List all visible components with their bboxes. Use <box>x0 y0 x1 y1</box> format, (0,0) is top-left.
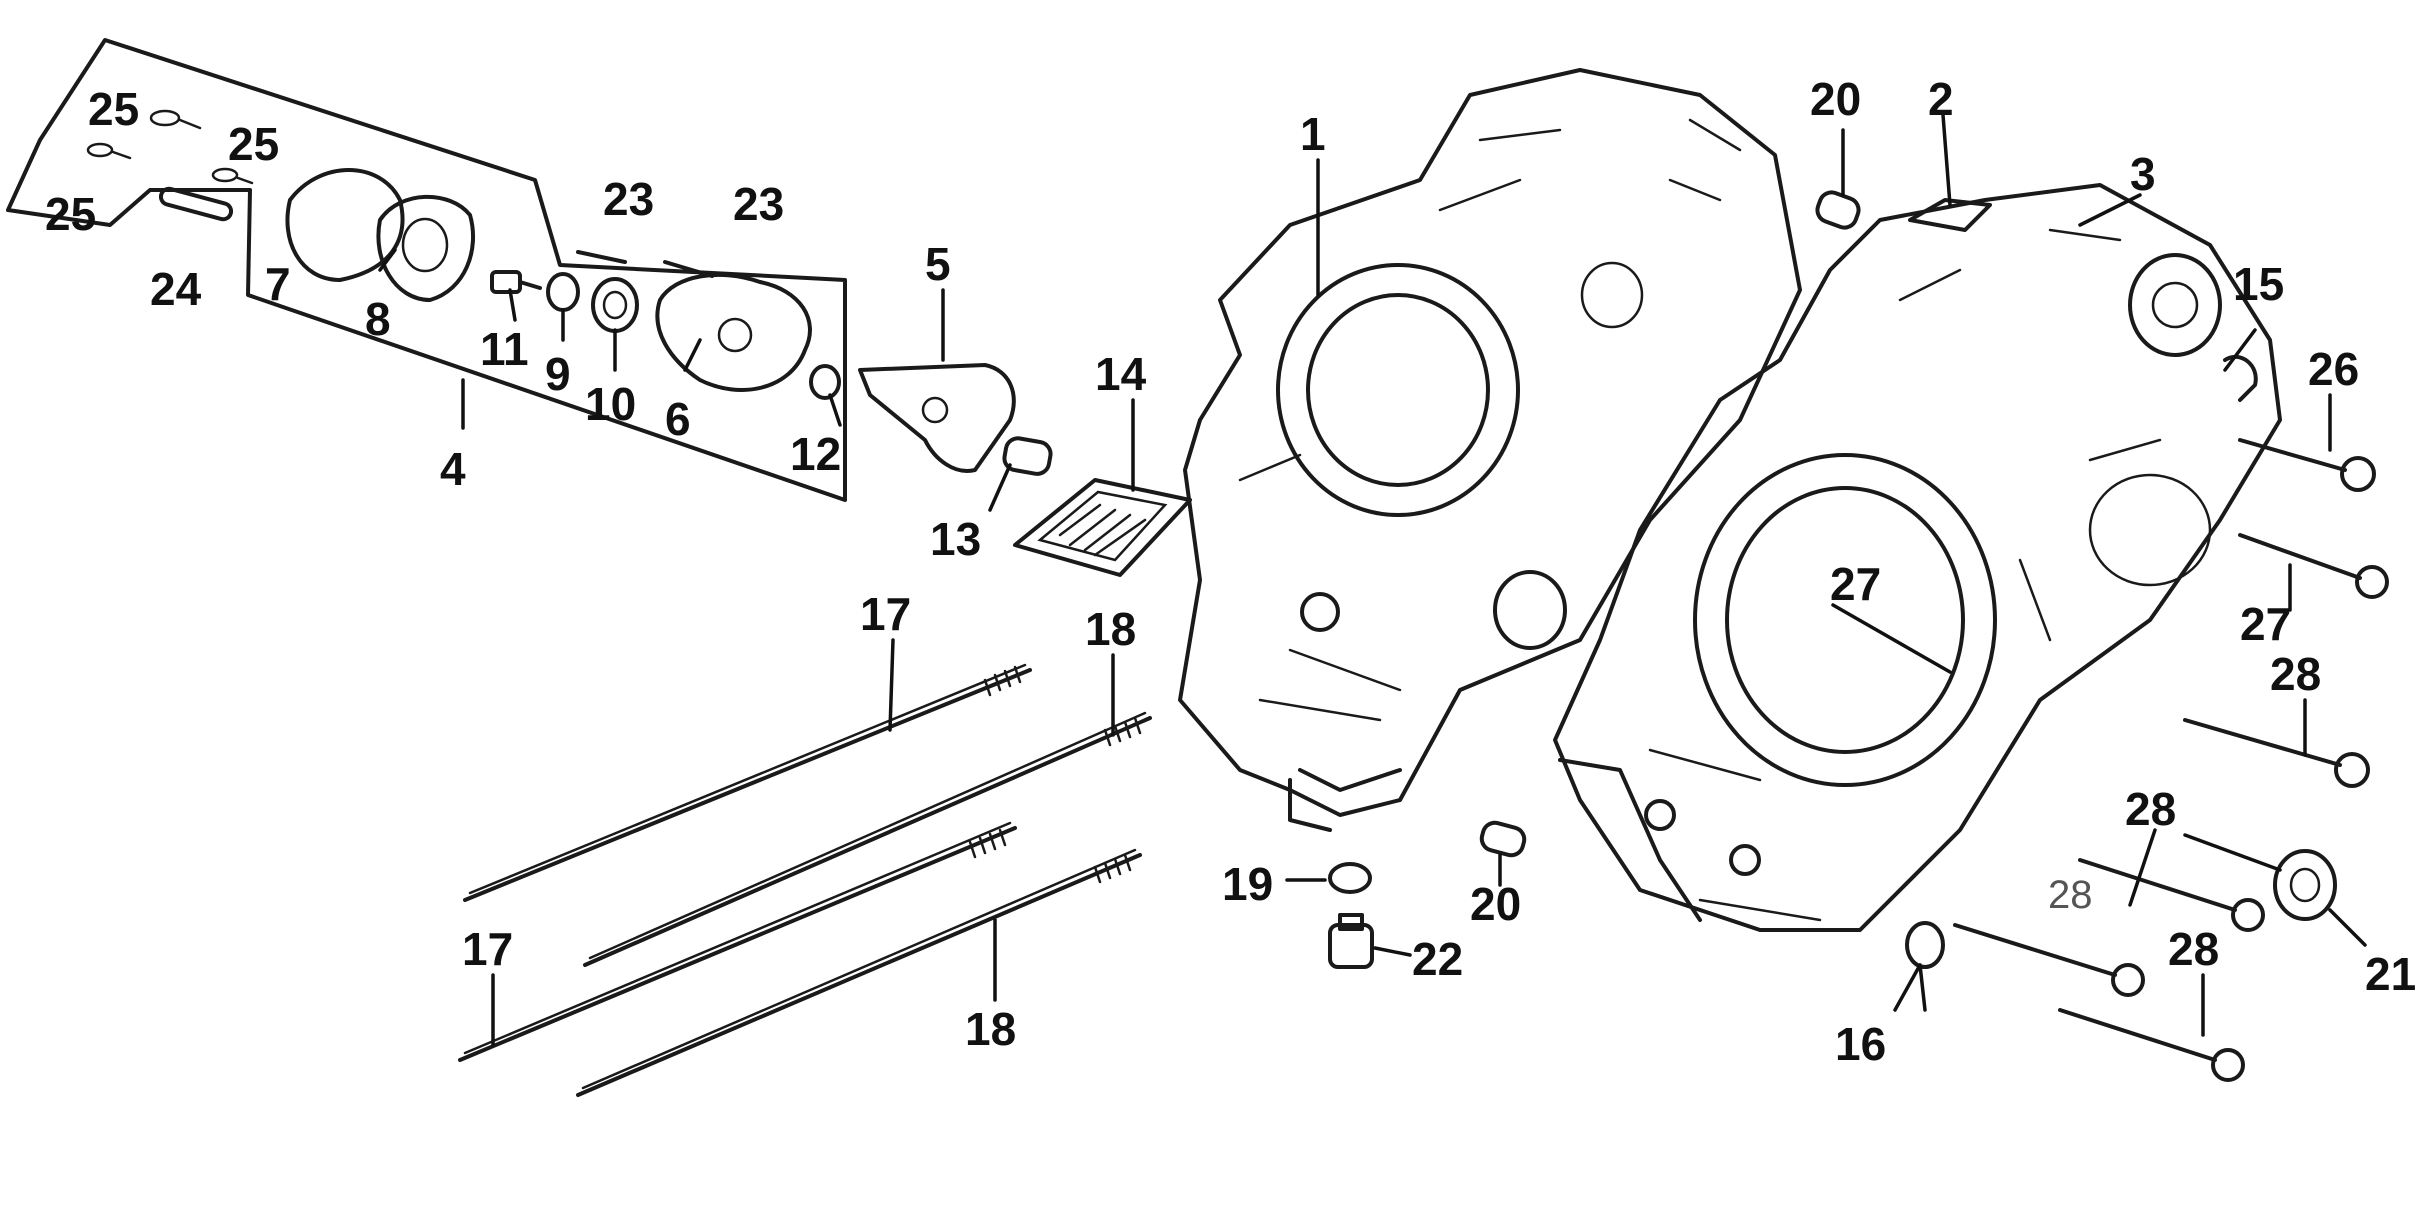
callout-22: 22 <box>1412 933 1463 985</box>
gasket-2 <box>1908 198 1992 232</box>
washer-19 <box>1328 862 1372 894</box>
collar-13 <box>1002 436 1053 476</box>
callout-20-top: 20 <box>1810 73 1861 125</box>
leader-lines <box>378 113 2367 1047</box>
callout-23-a: 23 <box>603 173 654 225</box>
callout-9: 9 <box>545 348 571 400</box>
callout-3: 3 <box>2130 148 2156 200</box>
gasket-8 <box>376 194 476 302</box>
callout-21: 21 <box>2365 948 2416 1000</box>
callout-5: 5 <box>925 238 951 290</box>
callout-17-bottom: 17 <box>462 923 513 975</box>
callout-18-top: 18 <box>1085 603 1136 655</box>
callout-18-bottom: 18 <box>965 1003 1016 1055</box>
dowel-20-upper <box>1815 190 1861 230</box>
callout-28-c: 28 <box>2048 873 2093 917</box>
callout-1: 1 <box>1300 108 1326 160</box>
dowel-24 <box>158 186 234 222</box>
bolt-28d <box>2058 1008 2245 1082</box>
dowel-20-lower <box>1479 820 1527 858</box>
drain-plug-22 <box>1328 913 1374 969</box>
callout-11: 11 <box>480 323 529 375</box>
callout-13: 13 <box>930 513 981 565</box>
callout-16: 16 <box>1835 1018 1886 1070</box>
callout-25-c: 25 <box>45 188 96 240</box>
bolt-28a <box>2183 718 2370 788</box>
callout-26: 26 <box>2308 343 2359 395</box>
callout-27-center: 27 <box>1830 558 1881 610</box>
bracket-5 <box>858 363 1016 473</box>
callout-17-top: 17 <box>860 588 911 640</box>
callout-27-right: 27 <box>2240 598 2291 650</box>
callout-8: 8 <box>365 293 391 345</box>
callout-20-bottom: 20 <box>1470 878 1521 930</box>
bolt-28b <box>2078 858 2265 932</box>
bolt-26 <box>2238 438 2376 492</box>
callout-25-a: 25 <box>88 83 139 135</box>
oil-seal-21 <box>2273 849 2337 921</box>
bolt-11 <box>490 270 542 294</box>
cover-7 <box>285 168 405 282</box>
callout-28-b: 28 <box>2125 783 2176 835</box>
callout-4: 4 <box>440 443 466 495</box>
callout-28-d: 28 <box>2168 923 2219 975</box>
callout-6: 6 <box>665 393 691 445</box>
stud-18-lower <box>576 848 1142 1097</box>
callout-28-a: 28 <box>2270 648 2321 700</box>
stud-17-lower <box>458 821 1017 1062</box>
callout-23-b: 23 <box>733 178 784 230</box>
stud-17-upper <box>463 663 1032 902</box>
fitting-12 <box>809 364 841 400</box>
washer-9 <box>546 272 580 312</box>
callout-labels: 1 20 2 3 15 26 27 27 28 28 28 28 21 16 2… <box>45 73 2416 1070</box>
seal-10 <box>591 277 639 333</box>
callout-7: 7 <box>265 258 291 310</box>
bolt-28c <box>1953 923 2145 997</box>
callout-25-b: 25 <box>228 118 279 170</box>
callout-19: 19 <box>1222 858 1273 910</box>
stud-18-upper <box>583 711 1152 967</box>
left-crankcase-1 <box>1178 68 1802 832</box>
callout-12: 12 <box>790 428 841 480</box>
callout-2: 2 <box>1928 73 1954 125</box>
callout-10: 10 <box>585 378 636 430</box>
plate-6 <box>655 272 812 392</box>
clip-15 <box>2223 354 2258 402</box>
screw-25 <box>86 109 254 185</box>
bolt-27 <box>2238 533 2389 599</box>
gasket-panel-assembly <box>6 38 847 502</box>
stud-23a <box>576 250 627 264</box>
stud-23b <box>663 260 714 278</box>
filter-screen-14 <box>1013 478 1192 577</box>
callout-24: 24 <box>150 263 202 315</box>
o-ring-16 <box>1905 921 1945 969</box>
callout-14: 14 <box>1095 348 1147 400</box>
callout-15: 15 <box>2233 258 2284 310</box>
right-crankcase-3 <box>1553 183 2282 932</box>
